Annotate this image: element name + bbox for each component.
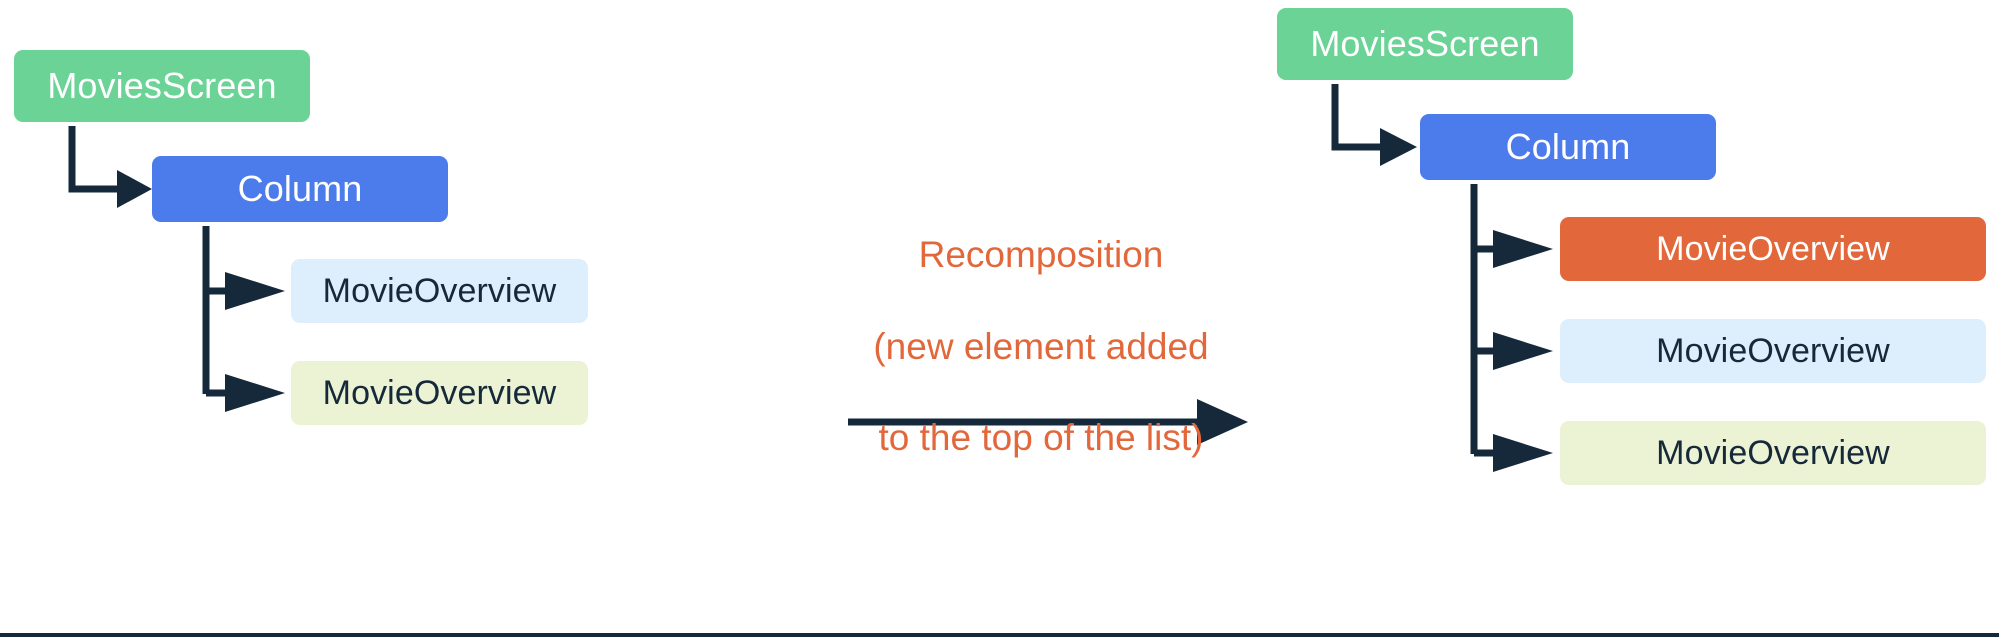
bottom-divider [0, 633, 1999, 637]
before-node-movie-overview-2-label: MovieOverview [322, 374, 557, 412]
after-node-column-label: Column [1505, 126, 1631, 167]
after-node-movie-overview-new-label: MovieOverview [1656, 230, 1890, 268]
recomposition-caption: Recomposition (new element added to the … [826, 186, 1256, 507]
after-node-movies-screen[interactable]: MoviesScreen [1277, 8, 1573, 80]
before-node-column-label: Column [237, 168, 363, 209]
after-node-movie-overview-2-label: MovieOverview [1656, 434, 1890, 472]
after-node-movie-overview-new[interactable]: MovieOverview [1560, 217, 1986, 281]
before-node-movies-screen-label: MoviesScreen [47, 65, 277, 106]
after-node-movie-overview-1-label: MovieOverview [1656, 332, 1890, 370]
after-screen-to-column-connector [1331, 84, 1417, 166]
recomposition-caption-line-2: (new element added [873, 325, 1209, 367]
recomposition-caption-line-1: Recomposition [918, 233, 1164, 275]
after-column-to-overview-1-connector [1474, 332, 1553, 370]
after-node-movie-overview-1[interactable]: MovieOverview [1560, 319, 1986, 383]
after-node-movies-screen-label: MoviesScreen [1310, 23, 1540, 64]
before-node-column[interactable]: Column [152, 156, 448, 222]
before-screen-to-column-connector [68, 126, 152, 208]
before-column-to-overview-2-connector [206, 374, 285, 412]
before-node-movie-overview-1[interactable]: MovieOverview [291, 259, 588, 323]
after-node-column[interactable]: Column [1420, 114, 1716, 180]
after-column-to-overview-new-connector [1474, 230, 1553, 268]
before-node-movies-screen[interactable]: MoviesScreen [14, 50, 310, 122]
before-node-movie-overview-2[interactable]: MovieOverview [291, 361, 588, 425]
after-column-to-overview-2-connector [1474, 434, 1553, 472]
before-column-to-overview-1-connector [206, 272, 285, 310]
after-node-movie-overview-2[interactable]: MovieOverview [1560, 421, 1986, 485]
recomposition-caption-line-3: to the top of the list) [878, 417, 1204, 459]
before-node-movie-overview-1-label: MovieOverview [322, 272, 557, 310]
